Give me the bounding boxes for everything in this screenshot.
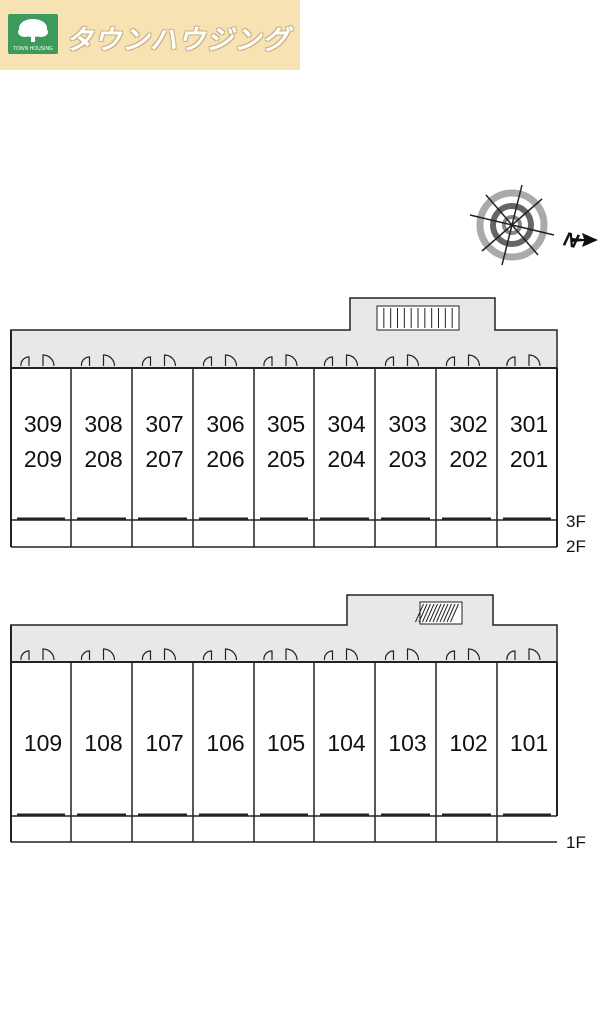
unit-label: 106 <box>206 730 244 756</box>
door-icon <box>141 356 152 367</box>
unit-label: 208 <box>84 446 122 472</box>
floor-label: 2F <box>566 537 586 556</box>
unit-label: 204 <box>327 446 366 472</box>
tree-logo-icon: TOWN HOUSING <box>8 14 58 54</box>
door-icon <box>202 356 213 367</box>
door-icon <box>141 650 152 661</box>
door-icon <box>102 354 116 367</box>
stair-step <box>439 603 449 623</box>
door-icon <box>406 354 420 367</box>
unit-label: 103 <box>388 730 426 756</box>
door-icon <box>42 354 55 367</box>
unit-label: 304 <box>327 411 366 437</box>
unit-label: 308 <box>84 411 122 437</box>
door-icon <box>224 648 238 661</box>
unit-label: 307 <box>145 411 183 437</box>
unit-label: 301 <box>510 411 548 437</box>
floor-label: 1F <box>566 833 586 852</box>
stair-step <box>415 603 424 623</box>
unit-label: 107 <box>145 730 183 756</box>
unit-label: 203 <box>388 446 426 472</box>
door-icon <box>506 650 516 661</box>
unit-label: 108 <box>84 730 122 756</box>
unit-label: 209 <box>24 446 62 472</box>
unit-label: 306 <box>206 411 244 437</box>
stair-step <box>446 603 456 623</box>
brand-name: タウンハウジング <box>66 25 290 56</box>
unit-label: 109 <box>24 730 62 756</box>
door-icon <box>528 354 541 367</box>
door-icon <box>102 648 116 661</box>
unit-label: 205 <box>267 446 305 472</box>
unit-label: 206 <box>206 446 244 472</box>
stair-step <box>450 603 459 623</box>
unit-label: 305 <box>267 411 305 437</box>
door-icon <box>263 356 273 367</box>
door-icon <box>467 648 481 661</box>
door-icon <box>285 354 298 367</box>
door-icon <box>163 354 177 367</box>
door-icon <box>323 356 334 367</box>
door-icon <box>528 648 541 661</box>
door-icon <box>285 648 298 661</box>
north-label: N <box>561 228 581 253</box>
door-icon <box>20 356 30 367</box>
floor-label: 3F <box>566 512 586 531</box>
unit-label: 104 <box>327 730 366 756</box>
lower-floor-block: 109 108 107 106 105 104 103 102 101 1F <box>10 594 586 852</box>
door-icon <box>345 354 359 367</box>
stair-step <box>425 603 435 623</box>
door-icon <box>406 648 420 661</box>
door-icon <box>384 356 395 367</box>
logo-mark-text: TOWN HOUSING <box>13 46 53 52</box>
unit-label: 309 <box>24 411 62 437</box>
unit-label: 201 <box>510 446 548 472</box>
stair-step <box>429 603 438 623</box>
unit-label: 207 <box>145 446 183 472</box>
door-icon <box>263 650 273 661</box>
door-icon <box>80 356 91 367</box>
unit-label: 202 <box>449 446 487 472</box>
door-icon <box>345 648 359 661</box>
door-icon <box>323 650 334 661</box>
door-icon <box>80 650 91 661</box>
upper-floor-block: 309 209 308 208 307 207 306 206 305 205 304 204 303 2… <box>10 297 586 556</box>
compass-icon: N <box>469 184 598 266</box>
logo-banner: TOWN HOUSING タウンハウジング <box>0 0 300 70</box>
unit-label: 102 <box>449 730 487 756</box>
door-icon <box>224 354 238 367</box>
door-icon <box>20 650 30 661</box>
door-icon <box>384 650 395 661</box>
door-icon <box>506 356 516 367</box>
unit-label: 101 <box>510 730 548 756</box>
door-icon <box>163 648 177 661</box>
unit-label: 302 <box>449 411 487 437</box>
unit-label: 303 <box>388 411 426 437</box>
door-icon <box>202 650 213 661</box>
stair-step <box>443 603 452 623</box>
stair-step <box>418 603 428 623</box>
stair-step <box>422 603 431 623</box>
door-icon <box>445 650 456 661</box>
door-icon <box>467 354 481 367</box>
stair-step <box>432 603 442 623</box>
door-icon <box>445 356 456 367</box>
door-icon <box>42 648 55 661</box>
stair-step <box>436 603 445 623</box>
unit-label: 105 <box>267 730 305 756</box>
